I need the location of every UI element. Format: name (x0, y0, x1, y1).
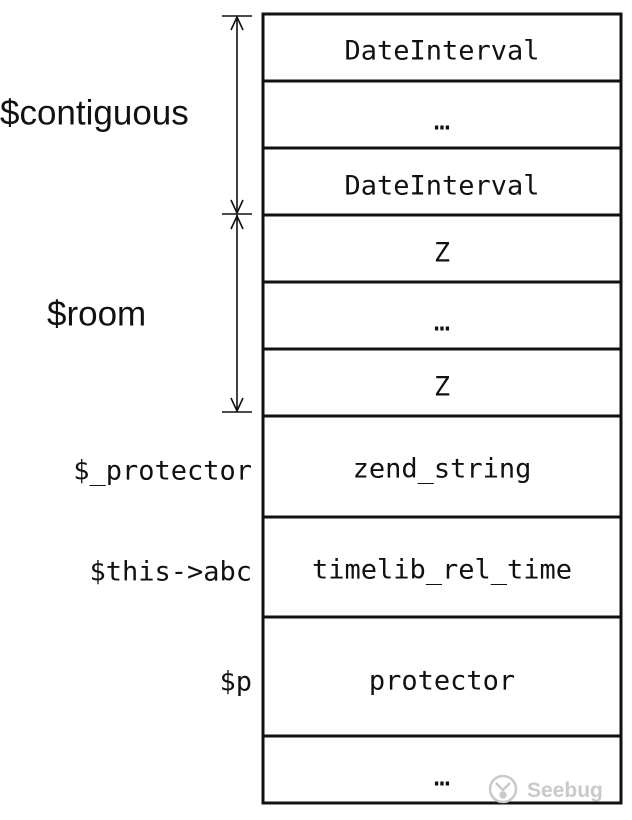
block-label: … (434, 106, 450, 137)
seebug-bug-icon (488, 774, 518, 804)
block-label: DateInterval (344, 36, 539, 67)
watermark-text: Seebug (527, 779, 603, 802)
block-timelib-rel-time: timelib_rel_time (261, 515, 623, 619)
label-p: $p (219, 667, 252, 698)
block-label: timelib_rel_time (312, 555, 572, 586)
label-this-abc: $this->abc (89, 557, 252, 588)
label-contiguous: $contiguous (0, 93, 189, 132)
memory-column: DateInterval … DateInterval Z … Z zend_s… (261, 12, 623, 805)
block-label: … (434, 762, 450, 793)
bracket-room (222, 214, 252, 413)
block-protector: protector (261, 615, 623, 738)
block-ellipsis-1: … (261, 79, 623, 150)
block-zend-string: zend_string (261, 414, 623, 519)
block-label: Z (434, 372, 450, 403)
block-label: zend_string (353, 454, 532, 485)
label-protector-var: $_protector (73, 456, 252, 487)
arrow-up-icon (230, 15, 244, 31)
block-ellipsis-3: … (261, 734, 623, 805)
arrow-down-icon (230, 397, 244, 413)
bracket-contiguous (222, 15, 252, 215)
block-label: DateInterval (344, 171, 539, 202)
block-z-bottom: Z (261, 347, 623, 418)
arrow-up-icon (230, 214, 244, 230)
block-dateinterval-bottom: DateInterval (261, 146, 623, 217)
label-room: $room (47, 294, 146, 333)
watermark: Seebug (488, 774, 603, 804)
block-ellipsis-2: … (261, 280, 623, 351)
block-label: … (434, 307, 450, 338)
block-z-top: Z (261, 213, 623, 284)
block-label: Z (434, 238, 450, 269)
arrow-down-icon (230, 199, 244, 215)
block-dateinterval-top: DateInterval (261, 12, 623, 83)
block-label: protector (369, 666, 515, 697)
